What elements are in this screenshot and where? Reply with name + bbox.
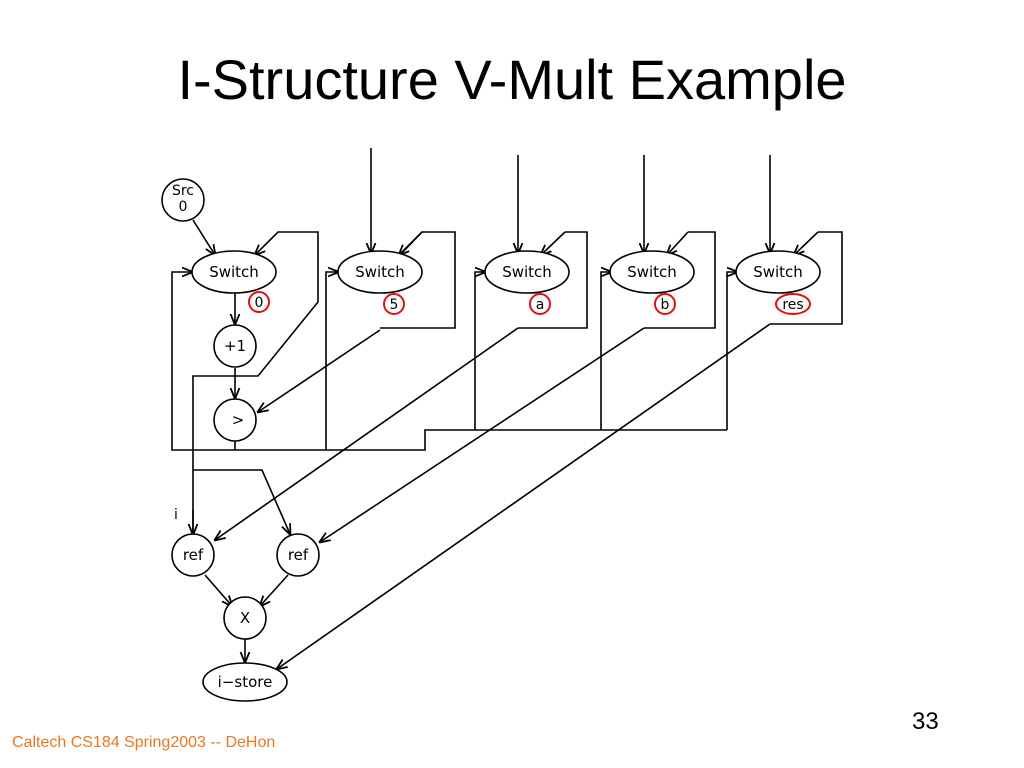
- page-number: 33: [912, 708, 939, 735]
- switch-label: Switch: [753, 263, 803, 281]
- control-to-switch-3: [600, 272, 611, 430]
- switch-node-0: Switch: [191, 250, 277, 294]
- feedback-loop-2: [518, 231, 588, 329]
- switch-label: Switch: [627, 263, 677, 281]
- i-to-ref-right: [193, 469, 290, 534]
- init-value: 0: [255, 295, 264, 311]
- compare-label: >: [232, 411, 245, 429]
- switch-label: Switch: [209, 263, 259, 281]
- switch-label: Switch: [355, 263, 405, 281]
- init-token-0: 0: [248, 291, 270, 313]
- multiply-label: X: [240, 609, 250, 627]
- feedback-loop-4: [770, 231, 843, 325]
- init-value: a: [536, 297, 545, 313]
- init-token-3: b: [654, 293, 676, 315]
- ref-right-to-mult: [260, 574, 289, 606]
- feedback-loop-3: [644, 231, 716, 329]
- slide-title: I-Structure V-Mult Example: [177, 48, 847, 111]
- feedback-loop-0: [192, 231, 319, 540]
- compare-node: >: [213, 398, 257, 442]
- feedback-arrow-3: [667, 231, 689, 255]
- index-label: i: [174, 507, 178, 523]
- ref-node-right: ref: [276, 533, 320, 577]
- multiply-node: X: [223, 596, 267, 640]
- init-value: b: [661, 297, 670, 313]
- src-node: Src 0: [161, 178, 205, 222]
- control-bus: [171, 272, 236, 451]
- store-node: i−store: [202, 662, 288, 702]
- ref-node-left: ref: [171, 533, 215, 577]
- increment-node: +1: [213, 324, 257, 368]
- switch1-to-compare: [258, 329, 381, 412]
- src-label: Src: [172, 183, 194, 199]
- res-to-store: [277, 323, 771, 669]
- ref-label: ref: [288, 546, 309, 564]
- switch-node-1: Switch: [337, 250, 423, 294]
- init-token-4: res: [775, 293, 811, 315]
- store-label: i−store: [218, 673, 273, 691]
- feedback-arrow-1: [399, 231, 423, 255]
- switch-label: Switch: [502, 263, 552, 281]
- ref-left-to-mult: [204, 574, 232, 606]
- b-to-ref-right: [320, 327, 645, 542]
- init-token-2: a: [529, 293, 551, 315]
- feedback-arrow-4: [794, 231, 819, 255]
- ref-label: ref: [183, 546, 204, 564]
- control-bus-2: [235, 429, 727, 451]
- control-to-switch-1: [325, 272, 338, 450]
- increment-label: +1: [224, 337, 246, 355]
- switch-node-3: Switch: [609, 250, 695, 294]
- switch-node-4: Switch: [735, 250, 821, 294]
- footer-credit: Caltech CS184 Spring2003 -- DeHon: [12, 734, 276, 751]
- init-value: 5: [390, 297, 399, 313]
- control-to-switch-4: [726, 272, 737, 430]
- init-token-1: 5: [383, 293, 405, 315]
- src-value: 0: [179, 199, 188, 215]
- a-to-ref-left: [215, 327, 519, 540]
- feedback-arrow-2: [541, 231, 566, 255]
- init-value: res: [782, 297, 803, 313]
- control-to-switch-2: [474, 272, 485, 430]
- switch-node-2: Switch: [484, 250, 570, 294]
- src-to-switch-arrow: [192, 219, 215, 255]
